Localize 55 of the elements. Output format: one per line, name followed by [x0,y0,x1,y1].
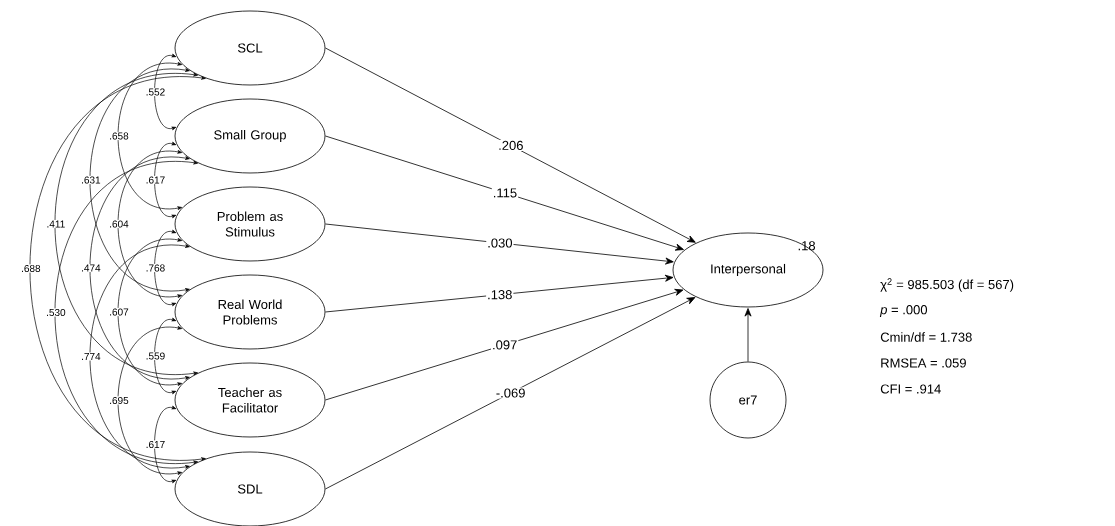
arrow [54,72,198,376]
edge-label: .604 [108,219,130,229]
arrow [89,156,190,380]
arrow [325,135,684,251]
edge-label: .631 [80,175,102,185]
arrow [154,229,177,307]
arrow [154,141,177,219]
arrow [325,297,696,490]
edge-label: .097 [491,339,519,351]
edge-label: .617 [145,175,166,185]
ellipse-node: Teacher as Facilitator [174,362,326,438]
arrow [29,76,206,461]
arrow [325,274,674,313]
edge-label: .607 [108,307,130,317]
edge-label: .695 [108,396,130,405]
arrow [325,223,674,265]
edge-label: .030 [486,237,514,249]
arrow [89,244,190,469]
fit-statistic: χ$^{2}$ = 985.503 (df = 567) [880,278,1014,292]
r-squared-label: .18 [798,241,816,251]
arrow [117,238,182,386]
arrow [325,47,696,243]
fit-statistic: CFI = .914 [880,384,941,394]
arrow [117,150,182,298]
ellipse-node: SCL [174,10,326,86]
arrow [154,317,177,395]
circle-node: er7 [709,361,787,439]
edge-label: -.069 [494,387,527,399]
edge-label: .552 [145,87,166,97]
fit-statistic: p = .000 [879,305,928,317]
edge-label: .617 [145,440,166,449]
edge-label: .559 [145,351,166,361]
edge-label: .474 [80,263,102,273]
arrow [117,326,182,475]
edge-label: .688 [20,264,42,273]
edge-label: .530 [45,308,67,317]
arrow [117,62,182,210]
edge-label: .658 [108,131,130,141]
arrow [89,68,190,292]
fit-statistic: RMSEA = .059 [881,358,966,368]
edge-label: .138 [486,289,514,301]
fit-statistic: Cmin/df = 1.738 [880,332,972,342]
ellipse-node: Problem as Stimulus [174,186,326,262]
edge-label: .411 [45,219,66,229]
arrow [154,405,177,484]
edge-label: .768 [145,263,166,273]
edge-label: .774 [80,352,102,361]
arrow [744,308,752,362]
ellipse-node: Small Group [174,98,326,174]
arrow [154,53,177,131]
ellipse-node: Real World Problems [174,274,326,350]
edge-label: .206 [497,139,525,151]
edge-label: .115 [491,187,519,199]
arrow [325,288,684,401]
arrow [54,160,198,465]
